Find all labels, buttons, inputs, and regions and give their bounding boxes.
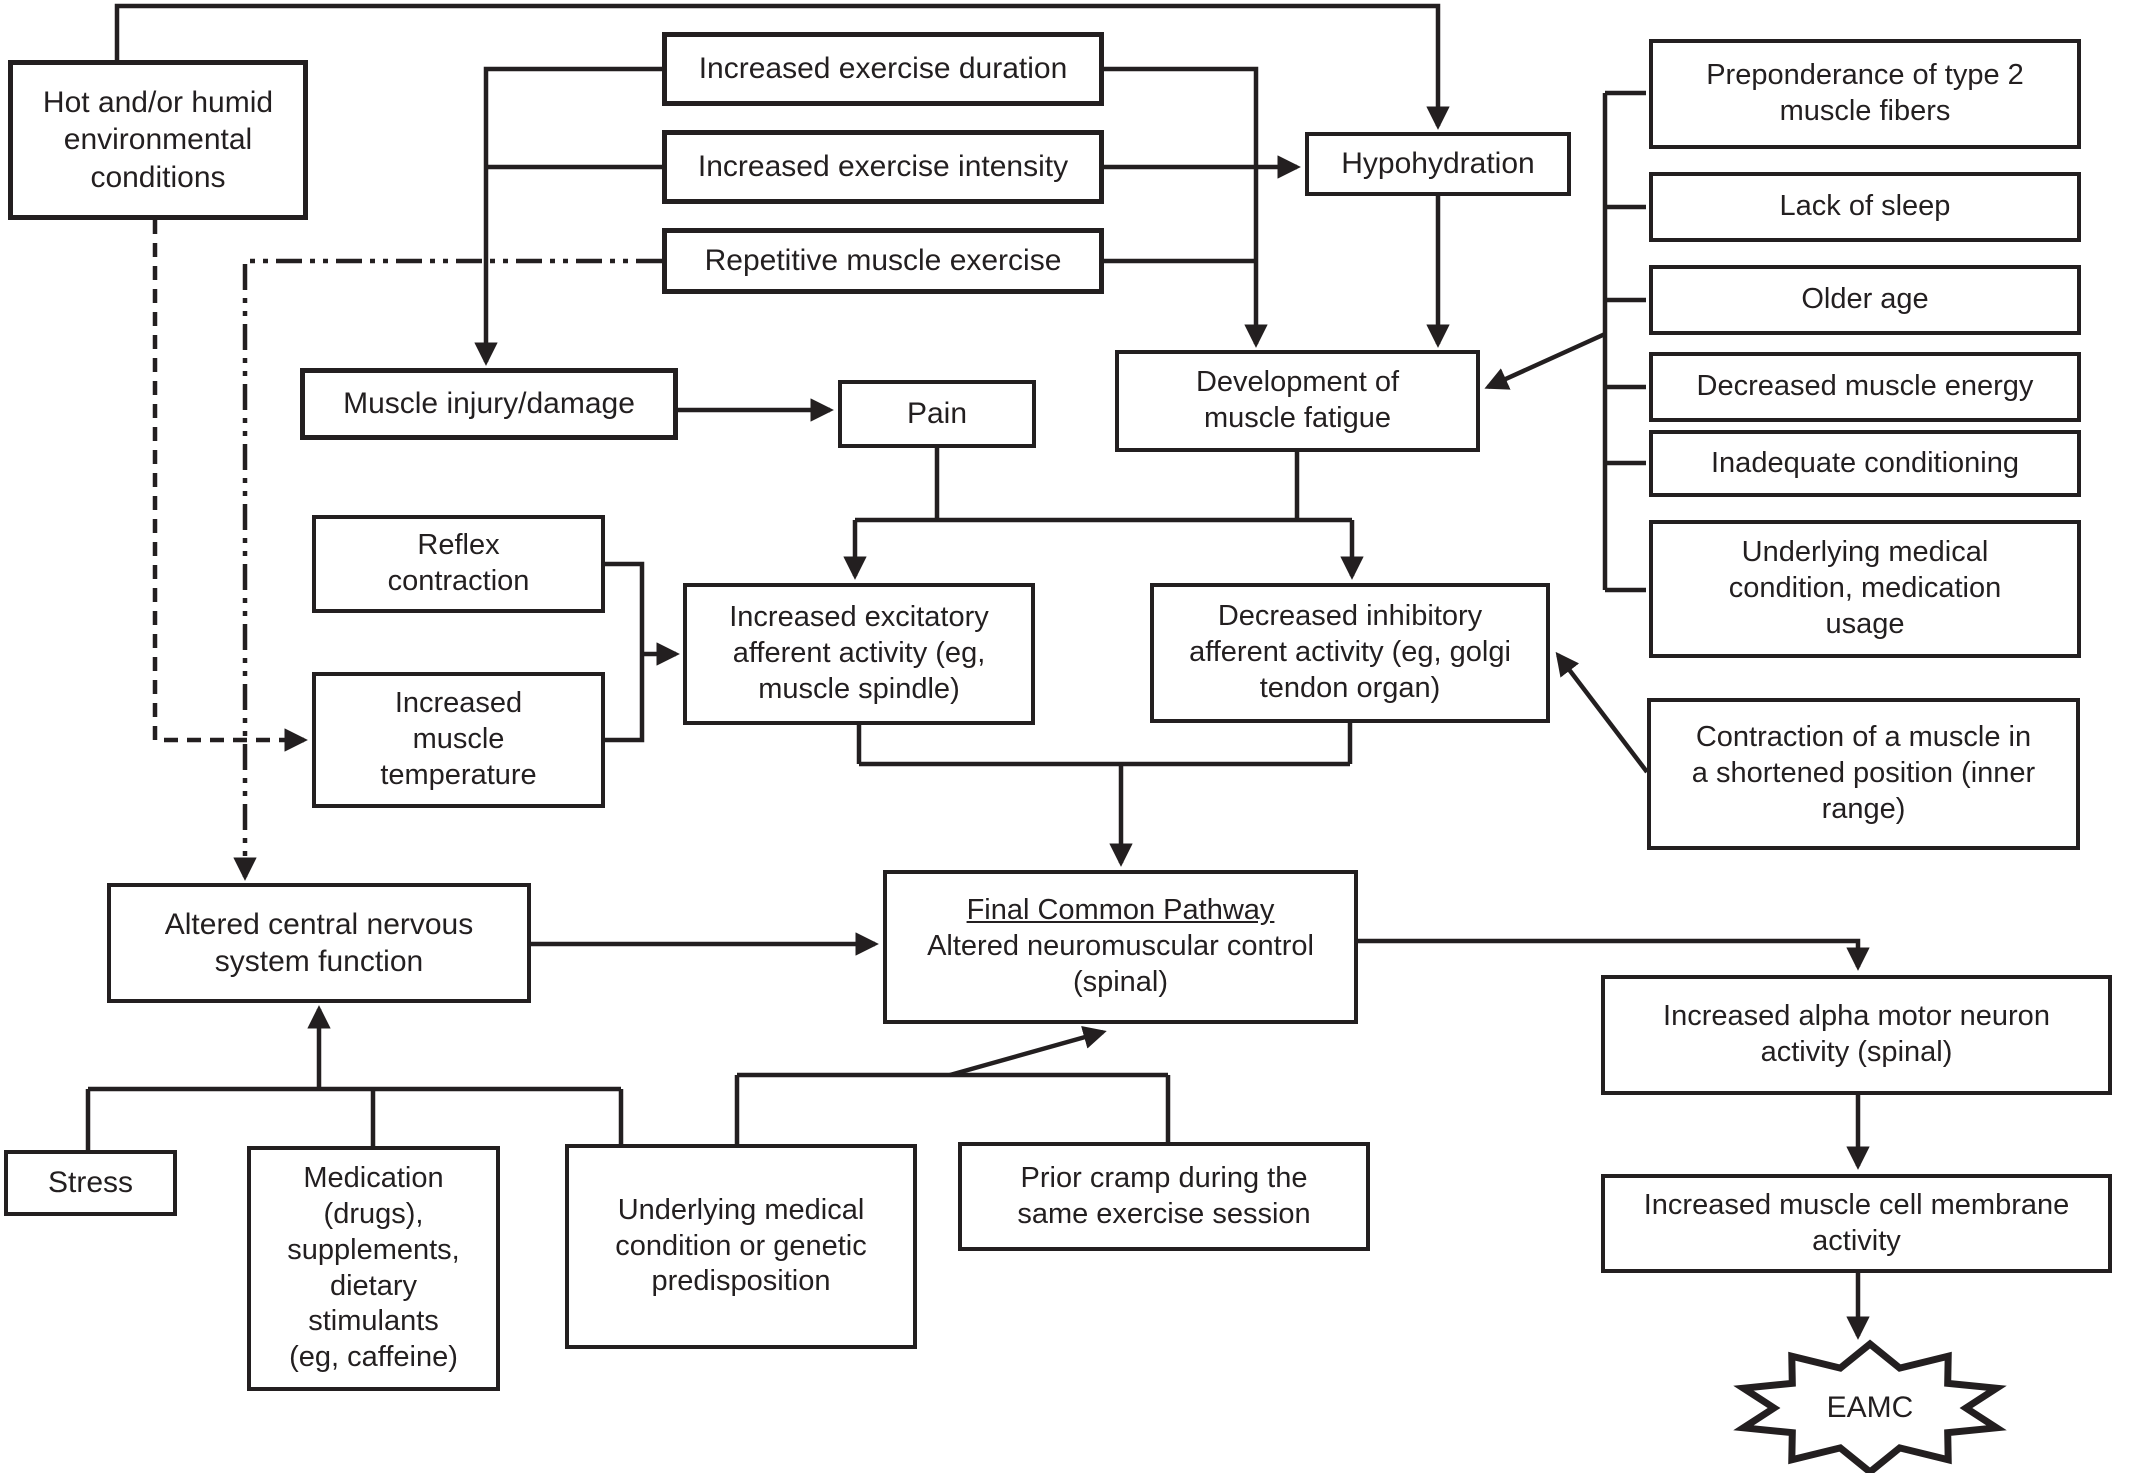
node-increased-excitatory-afferent: Increased excitatory afferent activity (… <box>683 583 1035 725</box>
edge-exercise-to-injury <box>474 66 662 366</box>
edge-fcp-to-alpha <box>1358 938 1870 971</box>
edge-contraction-to-inhibitory <box>1555 651 1649 774</box>
fcp-title: Final Common Pathway <box>966 894 1275 927</box>
node-decreased-muscle-energy: Decreased muscle energy <box>1649 352 2081 422</box>
edge-hothumid-to-temperature <box>152 220 308 752</box>
node-decreased-inhibitory-afferent: Decreased inhibitory afferent activity (… <box>1150 583 1550 723</box>
fcp-subtitle: Altered neuromuscular control <box>927 930 1314 963</box>
node-repetitive-muscle-exercise: Repetitive muscle exercise <box>662 228 1104 294</box>
node-lack-of-sleep: Lack of sleep <box>1649 172 2081 242</box>
node-alpha-motor-neuron: Increased alpha motor neuron activity (s… <box>1601 975 2112 1095</box>
node-final-common-pathway: Final Common Pathway Altered neuromuscul… <box>883 870 1358 1024</box>
node-increased-exercise-duration: Increased exercise duration <box>662 32 1104 106</box>
node-pain: Pain <box>838 380 1036 448</box>
node-prior-cramp: Prior cramp during the same exercise ses… <box>958 1142 1370 1251</box>
node-altered-cns-function: Altered central nervous system function <box>107 883 531 1003</box>
edge-hothumid-to-hypohydration <box>114 3 1450 130</box>
node-contraction-shortened-position: Contraction of a muscle in a shortened p… <box>1647 698 2080 850</box>
node-type2-muscle-fibers: Preponderance of type 2 muscle fibers <box>1649 39 2081 149</box>
edge-reflex-temp-bracket <box>605 561 645 743</box>
node-older-age: Older age <box>1649 265 2081 335</box>
edge-repetitive-to-cns <box>233 258 662 881</box>
node-underlying-medical-medication: Underlying medical condition, medication… <box>1649 520 2081 658</box>
node-underlying-genetic-predisposition: Underlying medical condition or genetic … <box>565 1144 917 1349</box>
fcp-subtitle2: (spinal) <box>1072 965 1169 998</box>
node-increased-muscle-temperature: Increased muscle temperature <box>312 672 605 808</box>
node-increased-exercise-intensity: Increased exercise intensity <box>662 130 1104 204</box>
node-muscle-injury-damage: Muscle injury/damage <box>300 368 678 440</box>
node-inadequate-conditioning: Inadequate conditioning <box>1649 430 2081 497</box>
node-muscle-cell-membrane: Increased muscle cell membrane activity <box>1601 1174 2112 1273</box>
eamc-burst-shape <box>1733 1339 2007 1473</box>
node-reflex-contraction: Reflex contraction <box>312 515 605 613</box>
edge-bracket-to-fatigue <box>1484 331 1606 390</box>
edge-duration-to-fatigue <box>1104 66 1268 348</box>
node-eamc-label: EAMC <box>1826 1391 1914 1424</box>
node-hot-humid-conditions: Hot and/or humid environmental condition… <box>8 60 308 220</box>
node-hypohydration: Hypohydration <box>1305 132 1571 196</box>
node-stress: Stress <box>4 1150 177 1216</box>
node-medication-supplements: Medication (drugs), supplements, dietary… <box>247 1146 500 1391</box>
node-development-muscle-fatigue: Development of muscle fatigue <box>1115 350 1480 452</box>
edge-connector4-to-fcp <box>949 1026 1107 1078</box>
